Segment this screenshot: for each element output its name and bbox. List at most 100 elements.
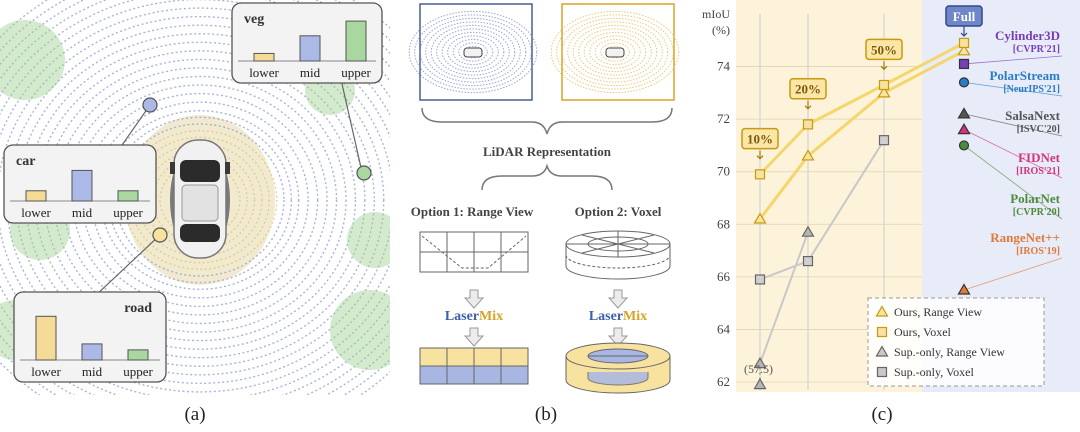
panel-b-caption: (b) <box>534 404 558 425</box>
scan-ring <box>414 14 532 90</box>
y-axis-unit: (%) <box>712 23 730 37</box>
scan-ring <box>62 75 338 325</box>
series-point <box>878 135 890 146</box>
badge-arrow-icon <box>756 150 764 160</box>
scan-ring <box>0 16 390 384</box>
series-point <box>958 37 970 49</box>
scan-ring <box>572 24 658 80</box>
scan-ring <box>91 101 309 299</box>
scan-ring <box>122 129 278 271</box>
series-point <box>801 225 815 237</box>
scan-ring <box>6 24 390 376</box>
panel-a-caption: (a) <box>184 404 206 425</box>
scan-ring <box>556 14 674 90</box>
veg-point-marker <box>356 165 372 181</box>
bar-mid <box>81 343 103 361</box>
method-venue: [ISVC'20] <box>1017 124 1060 135</box>
bar-label: lower <box>21 205 51 220</box>
y-axis-title: mIoU <box>702 7 730 21</box>
scan-ring <box>447 35 499 69</box>
legend-marker <box>876 366 888 378</box>
bar-upper <box>117 190 139 202</box>
y-tick-label: 72 <box>717 111 730 126</box>
vegetation-patch <box>330 290 390 370</box>
method-point <box>957 122 971 135</box>
scan-ring <box>100 109 300 291</box>
bar-mid <box>71 169 93 202</box>
y-tick-label: 64 <box>717 321 731 336</box>
y-tick-label: 66 <box>717 269 731 284</box>
bar-label: mid <box>82 364 103 379</box>
legend-label: Ours, Voxel <box>894 325 952 339</box>
series-point <box>802 119 814 130</box>
method-name: SalsaNext <box>1005 108 1061 123</box>
series-line <box>759 231 809 364</box>
callout-lines <box>94 74 363 297</box>
baseline-methods: Cylinder3D[CVPR'21]PolarStream[NeurIPS'2… <box>957 28 1063 295</box>
scan-ring <box>34 50 366 350</box>
scan-ring <box>408 10 538 94</box>
series-point <box>802 255 814 267</box>
method-venue: [CVPR'21] <box>1013 44 1060 55</box>
car-point-marker <box>142 97 158 113</box>
scan-ring <box>567 21 663 83</box>
scan-ring <box>589 35 641 69</box>
budget-badge-label: 20% <box>795 82 821 97</box>
budget-badge <box>789 77 827 100</box>
legend-marker <box>875 305 889 317</box>
legend-label: Sup.-only, Range View <box>894 345 1005 359</box>
bar-label: lower <box>31 364 61 379</box>
full-badge-label: Full <box>953 9 976 24</box>
bar-lower <box>25 190 47 202</box>
vegetation-patch <box>347 212 390 268</box>
scan-ring <box>72 84 328 316</box>
ego-car-icon <box>170 139 230 259</box>
range-view-grid <box>419 231 529 273</box>
scan-ring <box>107 116 293 284</box>
road-point-marker <box>152 227 168 243</box>
lasermix-label-voxel: LaserMix <box>589 309 647 324</box>
bar-label: mid <box>72 205 93 220</box>
method-name: Cylinder3D <box>995 28 1060 43</box>
method-point <box>957 283 971 295</box>
method-name: FIDNet <box>1018 150 1061 165</box>
lasermix-label-range: LaserMix <box>445 309 503 324</box>
bar-upper <box>345 20 367 62</box>
method-point <box>958 77 970 88</box>
yellow-scan-thumbnail <box>550 3 680 101</box>
card-title: car <box>16 154 35 169</box>
series-point <box>754 169 766 180</box>
bar-lower <box>253 52 275 62</box>
scan-ring <box>600 42 630 62</box>
y-tick-label: 74 <box>717 59 731 74</box>
legend-marker <box>876 326 888 338</box>
card-title: road <box>124 301 152 316</box>
budget-badge <box>741 127 779 150</box>
y-tick-label: 68 <box>717 216 730 231</box>
method-venue: [IROS'19] <box>1016 246 1060 257</box>
series-point <box>957 44 971 56</box>
series-point <box>753 356 767 369</box>
budget-badge-label: 50% <box>871 42 897 57</box>
start-annotation: (57.5) <box>744 362 773 376</box>
scan-ring <box>594 38 636 66</box>
budget-badge-label: 10% <box>747 132 773 147</box>
lidar-representation-label: LiDAR Representation <box>483 144 612 159</box>
badge-arrow-icon <box>804 100 812 110</box>
scan-ring <box>115 123 285 277</box>
brace-top <box>421 107 673 135</box>
voxel-cylinder <box>565 230 671 280</box>
method-venue: [NeurIPS'21] <box>1003 84 1060 95</box>
method-name: PolarNet <box>1010 191 1060 206</box>
series-line <box>758 49 965 220</box>
legend-label: Ours, Range View <box>894 305 982 319</box>
method-point <box>958 58 970 70</box>
scan-ring <box>419 17 527 87</box>
scan-ring <box>550 10 680 94</box>
series-point <box>878 79 890 91</box>
